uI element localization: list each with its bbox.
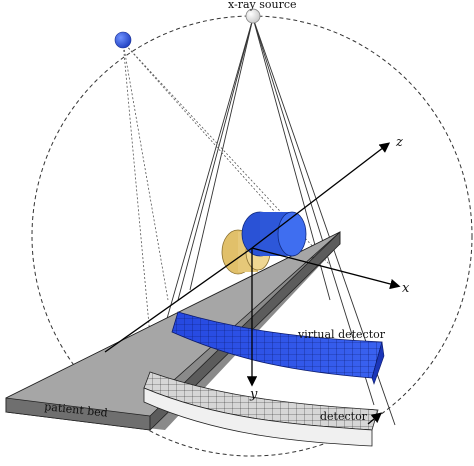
z-axis [251,142,391,249]
virtual-detector [171,311,385,385]
virtual-detector-label: virtual detector [297,328,386,341]
y-axis-label: y [249,387,258,402]
long-axis-line [104,247,253,353]
xray-source [245,8,261,24]
rotated-xray-source [114,31,132,49]
axes [104,142,401,425]
phantom-object [221,211,307,275]
detector [143,371,379,447]
x-axis-label: x [402,281,410,296]
xray-beam-lines [149,17,396,426]
rotation-arrow [367,412,382,425]
detector-label: detector [320,410,368,423]
x-axis [251,247,401,290]
source-label: x-ray source [228,0,297,11]
z-axis-label: z [395,135,403,150]
